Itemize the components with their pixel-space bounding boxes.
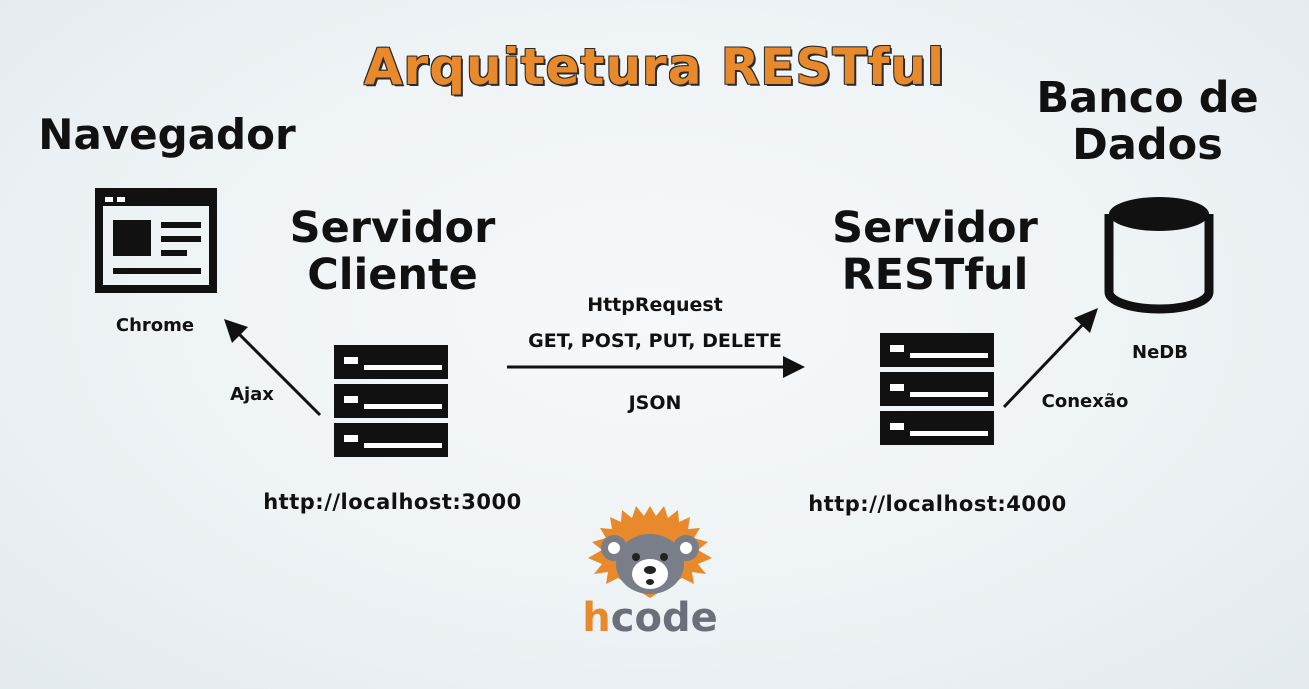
banco-line2: Dados <box>1072 120 1223 171</box>
ajax-arrow <box>224 319 322 417</box>
request-label: HttpRequest <box>587 294 723 316</box>
banco-line1: Banco de <box>1036 73 1259 123</box>
diagram-title: Arquitetura RESTful <box>363 38 946 96</box>
servidor-restful-line1: Servidor <box>832 203 1038 253</box>
browser-window-icon <box>95 188 217 293</box>
navegador-heading: Navegador <box>38 110 296 159</box>
nedb-label: NeDB <box>1132 342 1188 363</box>
servidor-restful-heading: Servidor RESTful <box>820 203 1050 301</box>
servidor-cliente-line2: Cliente <box>307 250 478 301</box>
server-rack-icon <box>334 345 448 457</box>
request-arrow <box>507 356 805 378</box>
json-label: JSON <box>628 392 682 414</box>
servidor-cliente-line1: Servidor <box>289 203 496 253</box>
server-rack-icon <box>880 333 994 445</box>
database-cylinder-icon <box>1104 197 1214 314</box>
banco-heading: Banco de Dados <box>1020 73 1275 171</box>
logo-text-code: code <box>610 595 718 641</box>
servidor-restful-line2: RESTful <box>841 250 1029 301</box>
servidor-cliente-heading: Servidor Cliente <box>280 203 505 301</box>
cliente-url: http://localhost:3000 <box>263 490 522 514</box>
logo-text-h: h <box>582 595 611 641</box>
chrome-label: Chrome <box>115 315 195 336</box>
ajax-label: Ajax <box>230 384 274 405</box>
methods-label: GET, POST, PUT, DELETE <box>528 330 782 352</box>
hedgehog-logo-icon <box>588 506 712 598</box>
restful-url: http://localhost:4000 <box>808 492 1067 516</box>
conexao-label: Conexão <box>1041 391 1129 412</box>
conexao-arrow <box>1002 308 1098 409</box>
logo-text: hcode <box>560 595 740 641</box>
